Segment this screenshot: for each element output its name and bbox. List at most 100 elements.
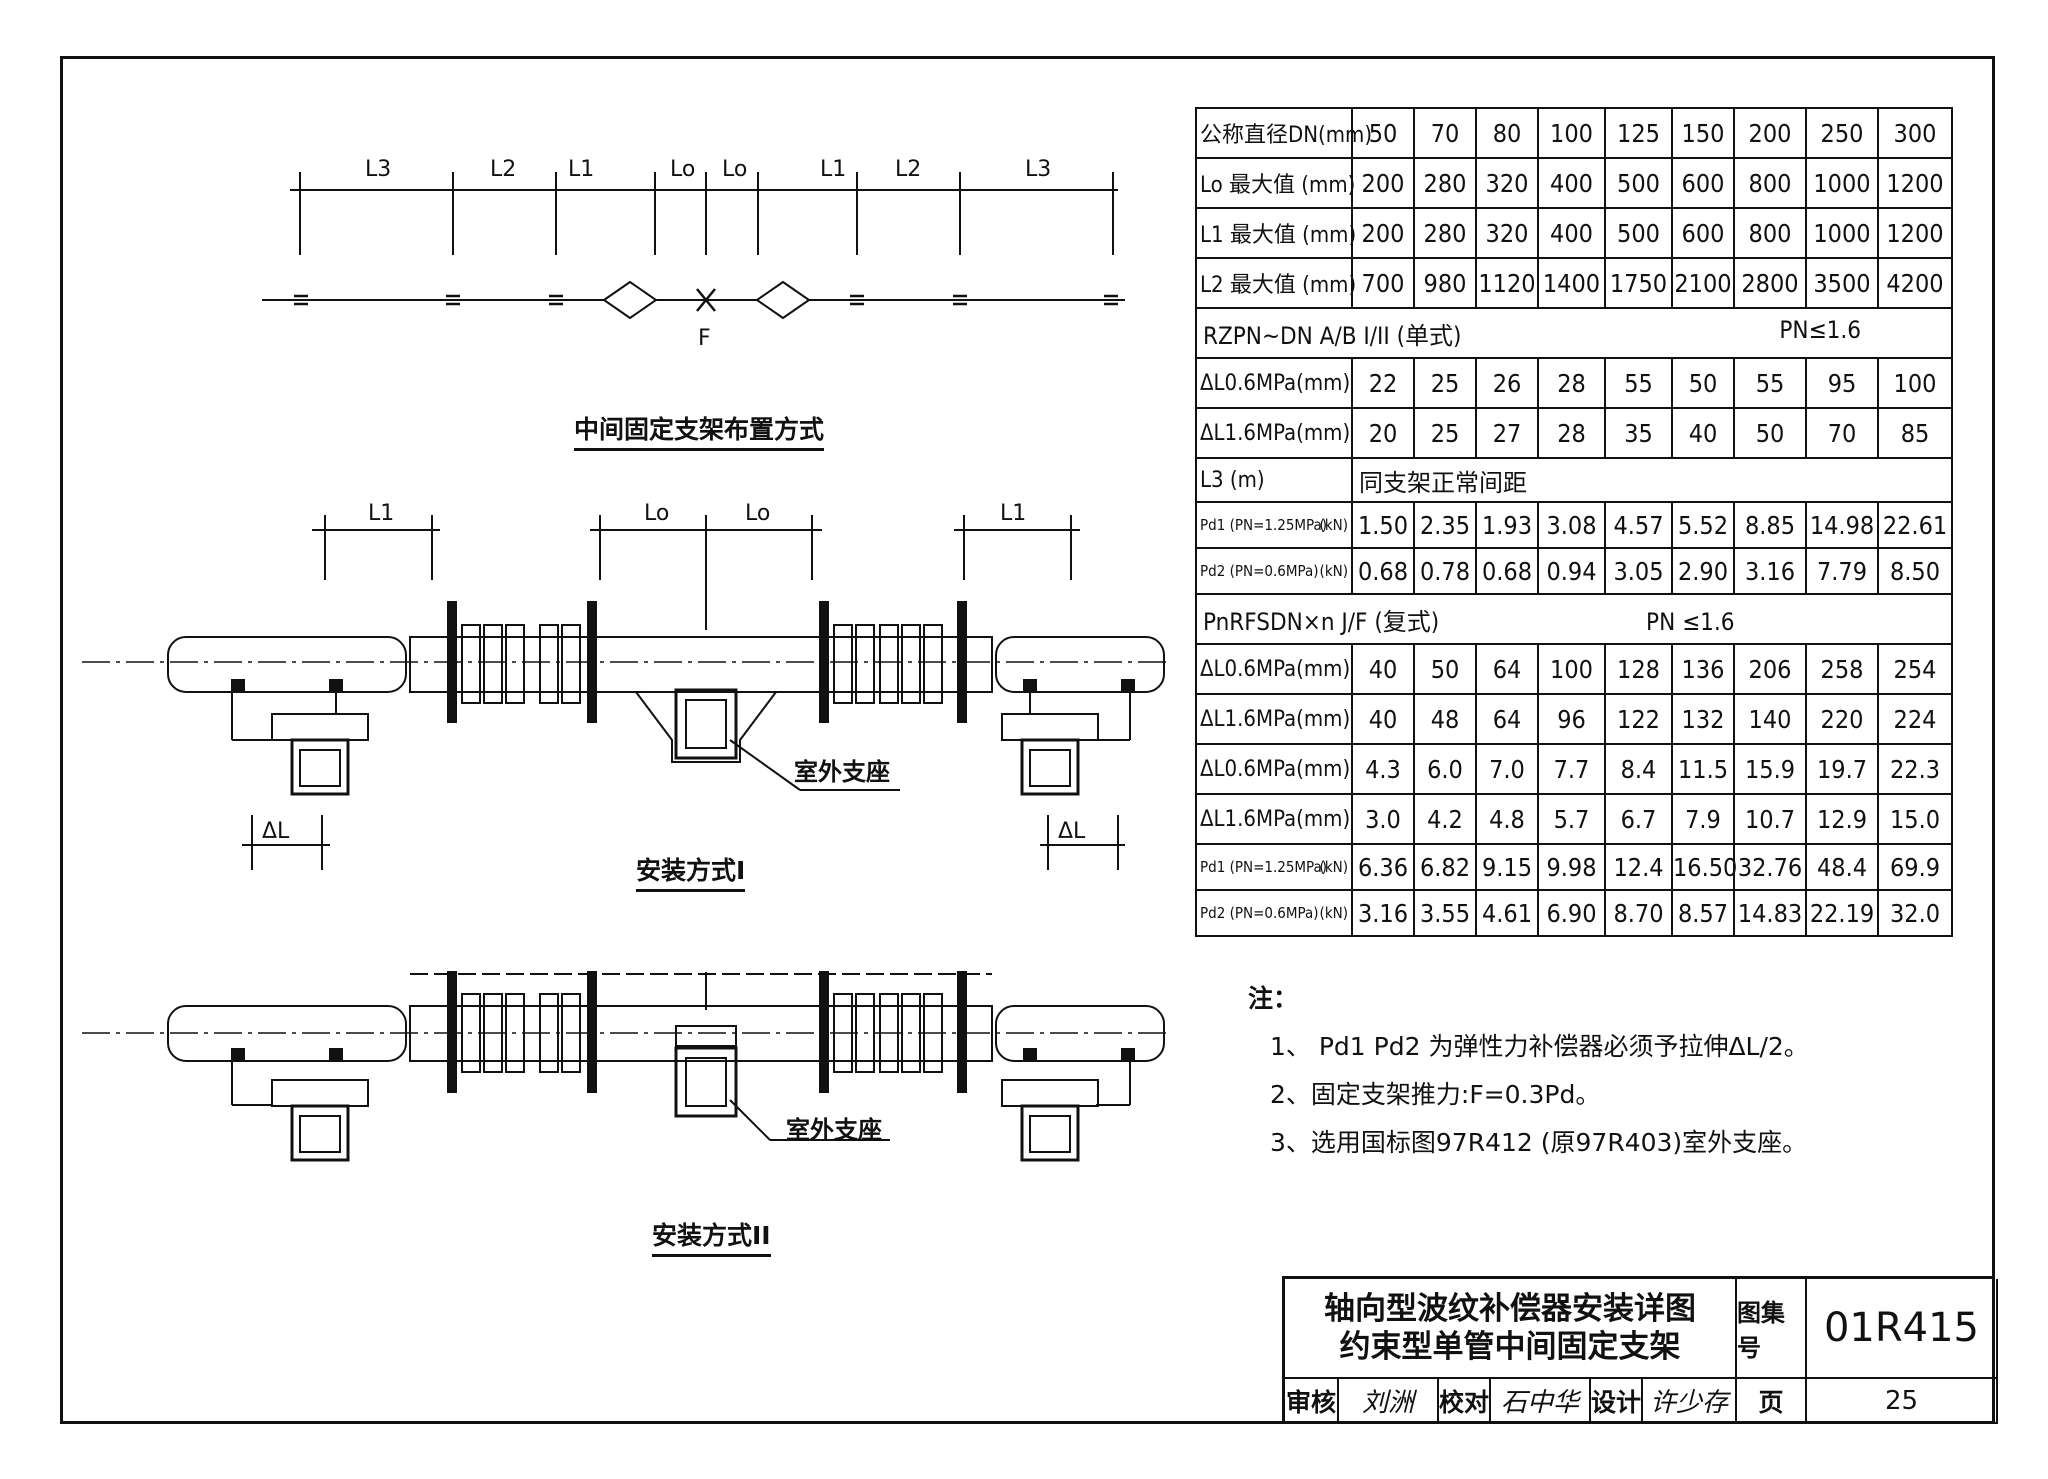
table-cell: 4.57	[1604, 501, 1673, 549]
table-cell: 8.57	[1671, 889, 1735, 937]
layout-dim-ticks	[299, 172, 1114, 255]
table-cell: 125	[1604, 107, 1673, 159]
unit-label: (kN)	[1319, 903, 1348, 922]
table-cell: 70	[1413, 107, 1477, 159]
table-cell: 0.94	[1537, 547, 1606, 595]
table-cell: 69.9	[1877, 843, 1953, 891]
dim-label: Lo	[745, 501, 770, 526]
table-cell: 8.4	[1604, 743, 1673, 795]
table-cell: 1000	[1805, 157, 1879, 209]
table-cell: 136	[1671, 643, 1735, 695]
table-cell: 1200	[1877, 157, 1953, 209]
atlas-label: 图集号	[1737, 1279, 1807, 1379]
table-row: L3 (m) 同支架正常间距	[1195, 457, 1953, 503]
table-cell: 320	[1475, 157, 1539, 209]
table-cell: 280	[1413, 157, 1477, 209]
page-label: 页	[1737, 1379, 1807, 1424]
table-cell: 7.0	[1475, 743, 1539, 795]
row-label: Pd2 (PN=0.6MPa)	[1200, 561, 1319, 580]
table-cell: 224	[1877, 693, 1953, 745]
row-label: ΔL0.6MPa(mm)	[1195, 743, 1353, 795]
install2-figure	[82, 971, 1170, 1162]
install1-caption: 安装方式I	[636, 851, 746, 892]
table-cell: 14.83	[1733, 889, 1807, 937]
table-cell: 600	[1671, 157, 1735, 209]
table-cell: 128	[1604, 643, 1673, 695]
table-cell: 8.70	[1604, 889, 1673, 937]
compound-pn-label: PN ≤1.6	[1646, 607, 1735, 636]
table-cell: 25	[1413, 407, 1477, 459]
review-label: 审核	[1285, 1379, 1339, 1424]
l3-value: 同支架正常间距	[1351, 457, 1953, 503]
check-label: 校对	[1439, 1379, 1491, 1424]
table-cell: 28	[1537, 357, 1606, 409]
table-cell: 4.3	[1351, 743, 1415, 795]
table-cell: 50	[1671, 357, 1735, 409]
table-cell: 16.50	[1671, 843, 1737, 891]
table-cell: 1120	[1475, 257, 1539, 309]
row-label: L3 (m)	[1195, 457, 1353, 503]
table-cell: 0.68	[1351, 547, 1415, 595]
row-label: ΔL1.6MPa(mm)	[1195, 407, 1353, 459]
dim-label: Lo	[722, 157, 747, 182]
row-label: ΔL0.6MPa(mm)	[1195, 357, 1353, 409]
table-cell: 6.90	[1537, 889, 1606, 937]
table-cell: 980	[1413, 257, 1477, 309]
table-cell: 3.16	[1351, 889, 1415, 937]
table-cell: 3.05	[1604, 547, 1673, 595]
table-cell: 28	[1537, 407, 1606, 459]
table-cell: 7.9	[1671, 793, 1735, 845]
sheet-border	[60, 56, 1995, 1424]
table-cell: 4.8	[1475, 793, 1539, 845]
design-label: 设计	[1591, 1379, 1643, 1424]
table-cell: 100	[1537, 107, 1606, 159]
fixed-point-symbol	[696, 288, 716, 312]
table-cell: 800	[1733, 157, 1807, 209]
table-cell: 20	[1351, 407, 1415, 459]
row-label: L1 最大值 (mm)	[1195, 207, 1356, 259]
install1-figure	[82, 515, 1170, 870]
table-cell: 2.35	[1413, 501, 1477, 549]
row-label: Pd1 (PN=1.25MPa)	[1200, 857, 1328, 876]
table-cell: 64	[1475, 693, 1539, 745]
table-cell: 27	[1475, 407, 1539, 459]
compensator-right-symbol	[755, 280, 811, 320]
table-section-header: PnRFSDN×n J/F (复式) PN ≤1.6	[1195, 593, 1953, 645]
notes: 注： 1、 Pd1 Pd2 为弹性力补偿器必须予拉伸ΔL/2。 2、固定支架推力…	[1248, 975, 1888, 1167]
table-cell: 50	[1413, 643, 1477, 695]
table-cell: 5.7	[1537, 793, 1606, 845]
table-cell: 11.5	[1671, 743, 1735, 795]
table-cell: 4200	[1877, 257, 1953, 309]
table-cell: 50	[1351, 107, 1415, 159]
table-cell: 4.2	[1413, 793, 1477, 845]
table-cell: 250	[1805, 107, 1879, 159]
unit-label: (kN)	[1319, 857, 1348, 876]
dim-label: L3	[365, 157, 391, 182]
table-cell: 9.98	[1537, 843, 1606, 891]
review-signature: 刘洲	[1339, 1379, 1439, 1424]
table-cell: 3500	[1805, 257, 1879, 309]
table-cell: 95	[1805, 357, 1879, 409]
table-cell: 40	[1351, 693, 1415, 745]
table-cell: 7.79	[1805, 547, 1879, 595]
table-cell: 258	[1805, 643, 1879, 695]
single-pn-label: PN≤1.6	[1779, 315, 1861, 344]
compensator-left-symbol	[602, 280, 658, 320]
table-cell: 206	[1733, 643, 1807, 695]
table-cell: 15.9	[1733, 743, 1807, 795]
table-cell: 64	[1475, 643, 1539, 695]
table-cell: 3.0	[1351, 793, 1415, 845]
table-cell: 10.7	[1733, 793, 1807, 845]
drawing-title: 轴向型波纹补偿器安装详图 约束型单管中间固定支架	[1285, 1279, 1737, 1379]
dim-label: L1	[1000, 501, 1026, 526]
note-item: 1、 Pd1 Pd2 为弹性力补偿器必须予拉伸ΔL/2。	[1270, 1032, 1809, 1061]
table-cell: 1000	[1805, 207, 1879, 259]
